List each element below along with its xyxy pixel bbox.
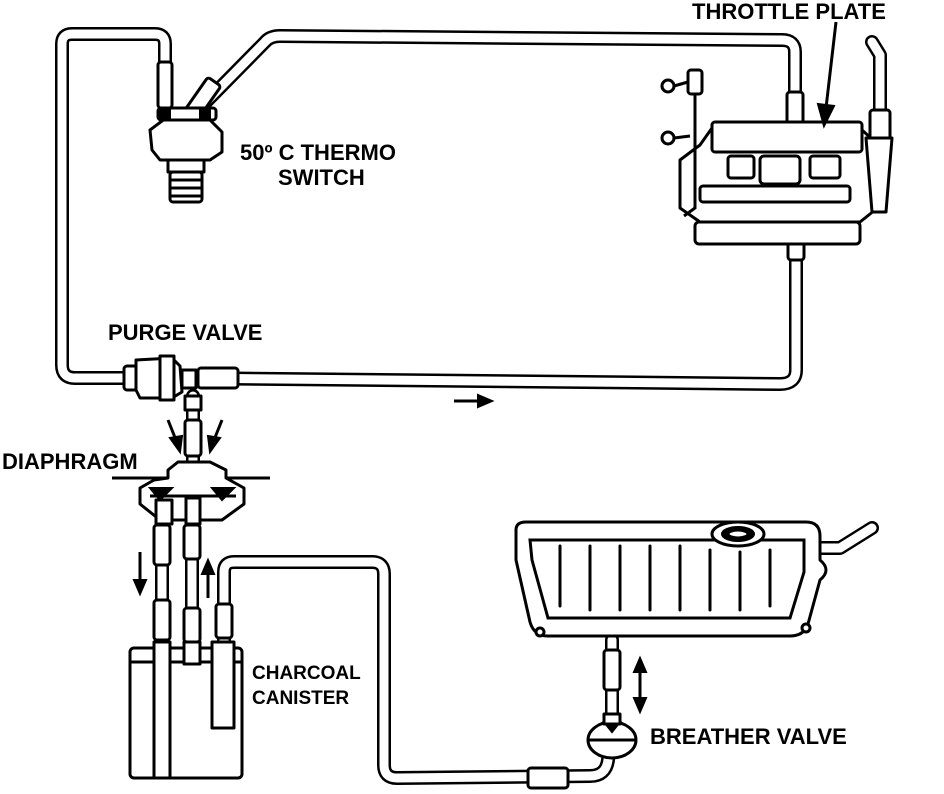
diaphragm-down-arrow-right-icon: [206, 419, 224, 455]
down-arrow-icon: [132, 552, 148, 597]
charcoal-canister: [128, 640, 244, 780]
hose-purge-to-throttle: [178, 228, 803, 391]
thermo-switch: [148, 106, 224, 204]
flow-arrows: [132, 393, 648, 715]
throttle-body: [660, 35, 894, 246]
label-charcoal-canister-line2: CANISTER: [252, 688, 349, 709]
label-thermo-switch-line1: 50º C THERMO: [240, 140, 396, 165]
label-thermo-switch-line2: SWITCH: [278, 165, 365, 190]
diaphragm: [112, 460, 270, 526]
label-breather-valve: BREATHER VALVE: [650, 724, 847, 749]
updown-arrow-icon: [632, 655, 648, 715]
hose-thermo-to-throttle: [193, 29, 802, 127]
diaphragm-down-arrow-left-icon: [166, 419, 184, 455]
breather-valve: [586, 712, 638, 760]
purge-valve: [122, 354, 203, 412]
label-diaphragm: DIAPHRAGM: [2, 449, 138, 474]
hose-thermo-to-purge-inner: [57, 29, 170, 383]
label-charcoal-canister-line1: CHARCOAL: [252, 663, 361, 684]
label-throttle-plate: THROTTLE PLATE: [692, 0, 886, 24]
label-purge-valve: PURGE VALVE: [108, 320, 262, 345]
up-arrow-icon: [200, 557, 216, 598]
fuel-tank: [514, 520, 828, 638]
flow-right-arrow-icon: [454, 393, 495, 409]
hose-thermo-to-throttle-inner: [195, 31, 800, 125]
hose-purge-to-throttle-inner: [180, 230, 801, 389]
hose-canister-to-breather-inner: [219, 557, 615, 783]
throttle-plate-pointer: [816, 21, 838, 129]
